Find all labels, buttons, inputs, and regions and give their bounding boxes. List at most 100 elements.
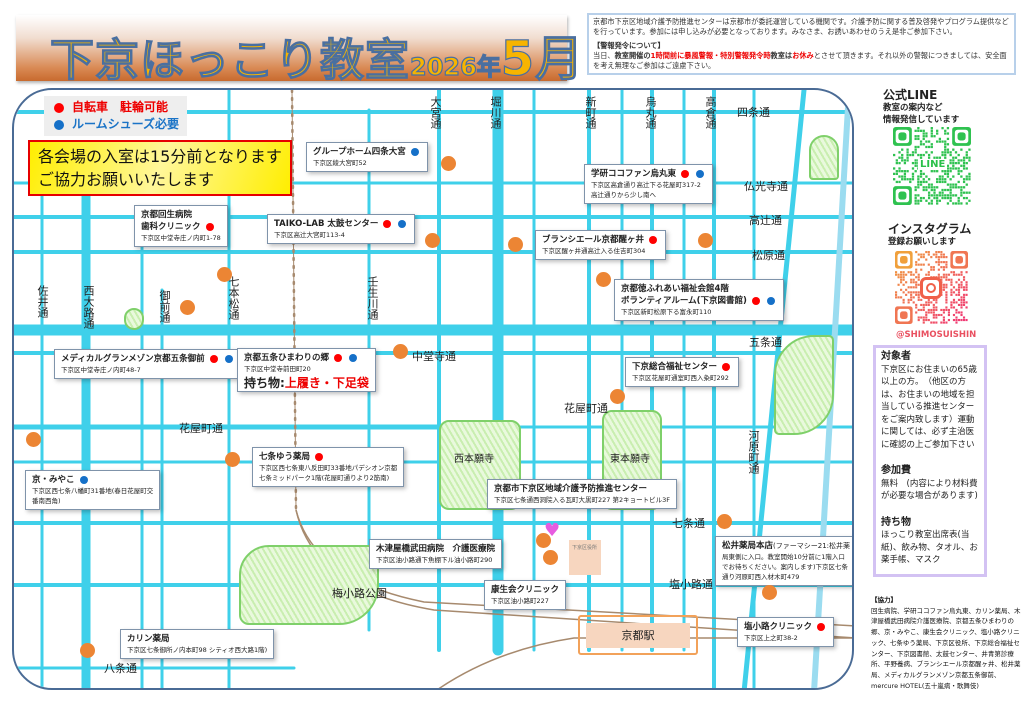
venue-callout[interactable]: 松井薬局本店(ファーマシー21:松井薬局東側に入口。教室開始10分前に1階入口で… <box>715 536 852 586</box>
legend-bicycle: 自転車 駐輪可能 <box>72 100 169 114</box>
street-label-bukkoji: 仏光寺通 <box>744 180 788 193</box>
venue-callout[interactable]: 七条ゆう薬局下京区西七条東八反田町33番地パデシオン京都七条ミッドパーク1階(花… <box>252 447 405 487</box>
street-label-hachijo: 八条通 <box>104 662 137 675</box>
venue-marker[interactable] <box>536 533 551 548</box>
venue-marker[interactable] <box>217 267 232 282</box>
street-label-hanayacho_e: 花屋町通 <box>564 402 608 415</box>
bicycle-dot-icon <box>383 219 392 228</box>
venue-address: 下京区中堂寺庄ノ内町48-7 <box>61 366 141 374</box>
street-label-horikawa: 堀川通 <box>489 96 502 129</box>
room-shoes-dot-icon <box>79 475 88 484</box>
street-label-shijo: 四条通 <box>737 106 770 119</box>
room-shoes-dot-icon <box>54 119 64 130</box>
coop-heading: 【協力】 <box>871 596 897 604</box>
street-label-hanayacho_w: 花屋町通 <box>179 422 223 435</box>
venue-callout[interactable]: 京都市下京区地域介護予防推進センター下京区七条通西洞院入る瓦町大黒町227 第2… <box>487 479 677 509</box>
venue-bring: 持ち物:上履き・下足袋 <box>244 376 369 390</box>
street-label-mibugawa: 壬生川通 <box>366 276 379 320</box>
venue-callout[interactable]: グループホーム四条大宮下京区綾大宮町52 <box>306 142 428 172</box>
venue-name-2: 歯科クリニック <box>141 221 221 233</box>
venue-marker[interactable] <box>80 643 95 658</box>
park-small <box>124 308 144 330</box>
kyoto-station: 京都駅 <box>586 623 690 648</box>
venue-address: でお待ちください。案内します)下京区七条 <box>722 563 849 571</box>
venue-callout[interactable]: 京都徳ふれあい福祉会館4階ボランティアルーム(下京図書館)下京区新町松原下る富永… <box>614 279 784 321</box>
venue-callout[interactable]: 京・みやこ下京区西七条八幡町31番地(春日花屋町交番南西角) <box>25 470 161 510</box>
ward-office: 下京区役所 <box>569 540 601 575</box>
target-text: 下京区にお住まいの65歳以上の方。 （他区の方は、お住まいの地域を担当している推… <box>881 364 977 450</box>
room-shoes-dot-icon <box>224 354 233 363</box>
label-higashi-honganji: 東本願寺 <box>610 454 650 465</box>
venue-callout[interactable]: ブランシエール京都醒ヶ井下京区醒ヶ井通高辻入る住吉町304 <box>535 230 667 260</box>
street-label-shinmachi: 新町通 <box>584 96 597 129</box>
street-label-shiokoji: 塩小路通 <box>669 578 713 591</box>
line-title: 公式LINE <box>883 88 938 102</box>
venue-callout[interactable]: 下京総合福祉センター下京区花屋町通室町西入粂町292 <box>625 357 740 387</box>
line-sub2: 情報発信しています <box>883 115 960 125</box>
station-frame <box>578 615 698 655</box>
venue-marker[interactable] <box>717 514 732 529</box>
venue-callout[interactable]: カリン薬局下京区七条御所ノ内本町98 シティオ西大路1階) <box>120 629 275 659</box>
instagram-handle[interactable]: @SHIMOSUISHIN <box>896 330 977 340</box>
venue-callout[interactable]: 塩小路クリニック下京区上之町38-2 <box>737 617 835 647</box>
venue-address: 下京区高辻大宮町113-4 <box>274 231 345 239</box>
venue-address: 下京区高倉通り高辻下る花屋町317-2 <box>591 181 701 189</box>
venue-address: 下京区西七条八幡町31番地(春日花屋町交 <box>32 487 154 495</box>
info-box: 対象者 下京区にお住まいの65歳以上の方。 （他区の方は、お住まいの地域を担当し… <box>873 345 987 577</box>
street-label-takatsuji: 高辻通 <box>749 214 782 227</box>
legend: 自転車 駐輪可能 ルームシューズ必要 <box>44 96 188 136</box>
venue-name: 七条ゆう薬局 <box>259 451 397 463</box>
venue-address: 下京区上之町38-2 <box>744 634 798 642</box>
bicycle-dot-icon <box>205 222 214 231</box>
bicycle-dot-icon <box>54 102 64 113</box>
venue-marker[interactable] <box>441 156 456 171</box>
venue-address: 局東側に入口。教室開始10分前に1階入口 <box>722 553 845 561</box>
notice-box: 京都市下京区地域介護予防推進センターは京都市が委託運営している機関です。介護予防… <box>587 13 1016 75</box>
label-nishi-honganji: 西本願寺 <box>454 454 494 465</box>
park-umekoji <box>239 545 379 625</box>
venue-callout[interactable]: メディカルグランメゾン京都五条御前下京区中堂寺庄ノ内町48-7 <box>54 349 242 379</box>
fee-heading: 参加費 <box>881 465 911 476</box>
venue-callout[interactable]: 康生会クリニック下京区油小路町227 <box>484 580 567 610</box>
title-banner: 下京ほっこり教室2026年5月 <box>16 15 584 88</box>
park-kamogawa <box>774 335 834 435</box>
bicycle-dot-icon <box>722 362 731 371</box>
instagram-title: インスタグラム <box>888 222 972 236</box>
street-label-shichijo: 七条通 <box>672 517 705 530</box>
line-sub1: 教室の案内など <box>883 103 943 113</box>
venue-marker[interactable] <box>698 233 713 248</box>
venue-marker[interactable] <box>596 272 611 287</box>
line-qr-code[interactable] <box>893 127 971 205</box>
venue-marker[interactable] <box>225 452 240 467</box>
venue-name: 康生会クリニック <box>491 585 560 595</box>
venue-callout[interactable]: TAIKO-LAB 太鼓センター下京区高辻大宮町113-4 <box>267 214 416 244</box>
venue-address: 下京区新町松原下る富永町110 <box>621 308 712 316</box>
venue-callout[interactable]: 木津屋橋武田病院 介護医療院下京区油小路通下魚棚下ル油小路町290 <box>369 539 503 569</box>
venue-name: 京都回生病院 <box>141 210 193 220</box>
venue-address: 下京区綾大宮町52 <box>313 159 367 167</box>
railway <box>438 637 852 688</box>
street-label-matsubara: 松原通 <box>752 249 785 262</box>
entry-notice: 各会場の入室は15分前となります ご協力お願いいたします <box>28 140 292 196</box>
bicycle-dot-icon <box>681 169 690 178</box>
venue-marker[interactable] <box>180 300 195 315</box>
venue-marker[interactable] <box>610 389 625 404</box>
bring-heading: 持ち物 <box>881 516 911 528</box>
venue-marker[interactable] <box>543 550 558 565</box>
sidebar: 公式LINE 教室の案内など 情報発信しています LINE インスタグラム 登録… <box>860 80 1024 723</box>
venue-callout[interactable]: 京都回生病院歯科クリニック下京区中堂寺庄ノ内町1-78 <box>134 205 228 247</box>
venue-address: 下京区油小路通下魚棚下ル油小路町290 <box>376 556 493 564</box>
instagram-sub: 登録お願いします <box>888 237 957 247</box>
venue-name: 松井薬局本店(ファーマシー21:松井薬 <box>722 541 851 551</box>
venue-address: 下京区油小路町227 <box>491 597 549 605</box>
venue-name: TAIKO-LAB 太鼓センター <box>274 218 408 230</box>
venue-marker[interactable] <box>26 432 41 447</box>
venue-marker[interactable] <box>425 233 440 248</box>
venue-marker[interactable] <box>393 344 408 359</box>
venue-address: 番南西角) <box>32 497 61 505</box>
venue-marker[interactable] <box>762 585 777 600</box>
cooperation: 【協力】 回生病院、学研ココファン烏丸東、カリン薬局、木津屋橋武田病院介護医療院… <box>871 595 1021 691</box>
venue-marker[interactable] <box>508 237 523 252</box>
